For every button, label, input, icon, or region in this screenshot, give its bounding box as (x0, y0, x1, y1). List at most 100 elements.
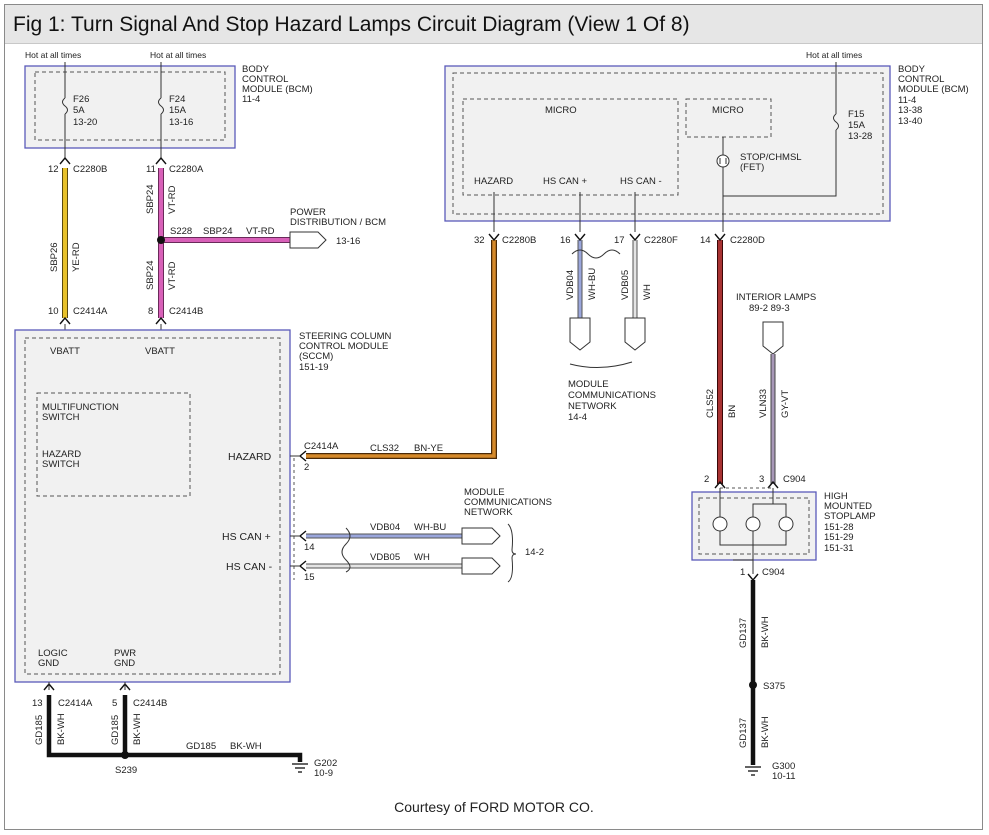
pin-5-label: 5 (112, 698, 117, 709)
sccm-name-1: STEERING COLUMN (299, 331, 392, 342)
connector-vdb05 (624, 317, 646, 351)
circuit-gd185-v2: GD185 (110, 715, 121, 745)
bcm-right-module (444, 65, 891, 222)
hazard-switch-1: HAZARD (42, 449, 81, 460)
pin-arrow-2 (714, 480, 726, 489)
circuit-vdb04-vertical: VDB04 (565, 270, 576, 300)
pin-arrow-17 (629, 233, 641, 242)
connector-c2280d-label: C2280D (730, 235, 765, 246)
bcm-left-module (24, 65, 236, 149)
color-wh-horizontal: WH (414, 552, 430, 563)
micro-label-1: MICRO (545, 105, 577, 116)
circuit-vln33: VLN33 (758, 389, 769, 418)
module-network-right-3: NETWORK (568, 401, 617, 412)
pin-14-bcm: 14 (700, 235, 711, 246)
circuit-sbp24-lower: SBP24 (145, 260, 156, 290)
twisted-pair-left (341, 527, 351, 573)
connector-c904-top: C904 (783, 474, 806, 485)
bcm-right-name-2: CONTROL (898, 74, 944, 85)
fuse-f24-label: F24 (169, 94, 185, 105)
circuit-cls32: CLS32 (370, 443, 399, 454)
fuse-f26-rating: 5A (73, 105, 85, 116)
stoplamp-name-2: MOUNTED (824, 501, 872, 512)
color-wh-bu-vertical: WH-BU (587, 268, 598, 300)
hazard-switch-2: SWITCH (42, 459, 80, 470)
wire-cls32-bn-ye (306, 240, 497, 459)
pin-16-label: 16 (560, 235, 571, 246)
pin-arrow-12 (59, 156, 71, 165)
stoplamp-ref-3: 151-31 (824, 543, 854, 554)
color-vt-rd-horizontal: VT-RD (246, 226, 275, 237)
module-network-right-1: MODULE (568, 379, 609, 390)
circuit-gd185-v1: GD185 (34, 715, 45, 745)
vbatt-label-1: VBATT (50, 346, 80, 357)
stoplamp-name-1: HIGH (824, 491, 848, 502)
pin-arrow-32 (488, 233, 500, 242)
color-bk-wh-horizontal: BK-WH (230, 741, 262, 752)
pin-arrow-hazard-left (298, 450, 307, 462)
stoplamp-name-3: STOPLAMP (824, 511, 876, 522)
sccm-ref: 151-19 (299, 362, 329, 373)
bcm-left-ref: 11-4 (242, 94, 260, 105)
connector-interior-lamps (762, 321, 784, 355)
pin-32-label: 32 (474, 235, 485, 246)
bcm-right-name-1: BODY (898, 64, 926, 75)
interior-lamps-label: INTERIOR LAMPS (736, 292, 816, 303)
pin-3-stoplamp: 3 (759, 474, 764, 485)
connector-hs-can-minus (461, 557, 501, 575)
logic-gnd-1: LOGIC (38, 648, 68, 659)
splice-s239-label: S239 (115, 765, 137, 776)
module-network-name-2: COMMUNICATIONS (464, 497, 552, 508)
fuse-f15-rating: 15A (848, 120, 866, 131)
connector-vdb04 (569, 317, 591, 351)
bcm-left-name-1: BODY (242, 64, 270, 75)
bracket-module-network (507, 523, 517, 583)
fuse-f24 (158, 62, 164, 158)
bcm-right-ref-2: 13-38 (898, 105, 922, 116)
connector-c904-bottom: C904 (762, 567, 785, 578)
sccm-name-3: (SCCM) (299, 351, 333, 362)
bracket-module-network-right (569, 361, 633, 368)
stop-chmsl-fet: (FET) (740, 162, 764, 173)
bcm-left-name-2: CONTROL (242, 74, 288, 85)
multifunction-switch-2: SWITCH (42, 412, 80, 423)
bcm-right-ref-1: 11-4 (898, 95, 916, 106)
circuit-sbp26: SBP26 (49, 242, 60, 272)
splice-s375 (749, 681, 757, 689)
stop-chmsl-label: STOP/CHMSL (740, 152, 802, 163)
color-vt-rd-lower: VT-RD (167, 261, 178, 290)
pin-arrow-1 (747, 573, 759, 582)
sccm-name-2: CONTROL MODULE (299, 341, 388, 352)
connector-c2414a-bottom: C2414A (58, 698, 93, 709)
pin-arrow-16 (574, 233, 586, 242)
hot-label-2: Hot at all times (150, 50, 206, 60)
hs-can-plus-bcm: HS CAN + (543, 176, 588, 187)
figure-title: Fig 1: Turn Signal And Stop Hazard Lamps… (13, 13, 690, 36)
color-gy-vt: GY-VT (780, 390, 791, 418)
color-bk-wh-v2: BK-WH (132, 713, 143, 745)
hazard-output-label: HAZARD (474, 176, 513, 187)
splice-s228 (157, 236, 165, 244)
color-wh-bu-horizontal: WH-BU (414, 522, 446, 533)
connector-c2414a-top: C2414A (73, 306, 108, 317)
pin-arrow-14-right (714, 233, 726, 242)
connector-c2280a-label: C2280A (169, 164, 204, 175)
hs-can-minus-label: HS CAN - (226, 561, 273, 573)
multifunction-switch-1: MULTIFUNCTION (42, 402, 119, 413)
pwr-gnd-2: GND (114, 658, 135, 669)
stoplamp-ref-1: 151-28 (824, 522, 854, 533)
color-vt-rd-upper: VT-RD (167, 185, 178, 214)
circuit-sbp24-horizontal: SBP24 (203, 226, 233, 237)
fuse-f26 (62, 62, 68, 158)
hs-can-plus-label: HS CAN + (222, 531, 271, 543)
high-mounted-stoplamp (691, 487, 817, 574)
fuse-f24-ref: 13-16 (169, 117, 193, 128)
pin-arrow-10 (59, 316, 71, 325)
pin-15-can: 15 (304, 572, 315, 583)
pin-arrow-3 (767, 480, 779, 489)
connector-c2414a-hazard: C2414A (304, 441, 339, 452)
power-distribution-ref: 13-16 (336, 236, 360, 247)
pin-12-label: 12 (48, 164, 59, 175)
color-bk-wh-v1: BK-WH (56, 713, 67, 745)
circuit-sbp24-upper: SBP24 (145, 184, 156, 214)
